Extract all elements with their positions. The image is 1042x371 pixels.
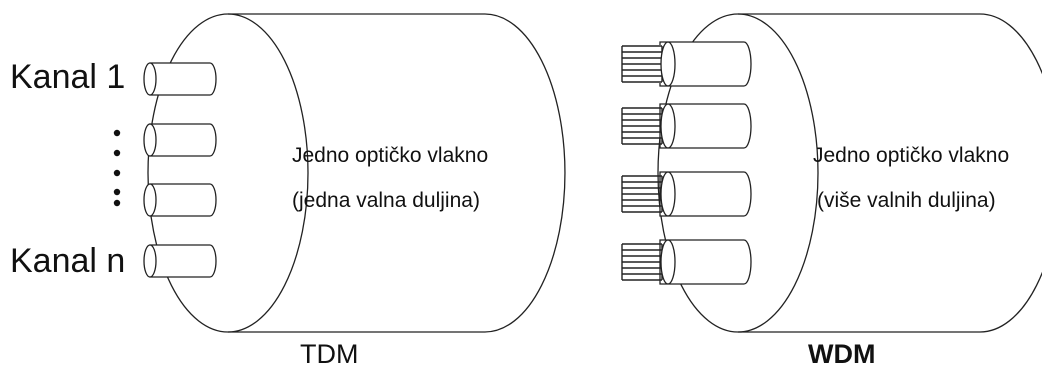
tdm-fiber-cylinder bbox=[147, 13, 566, 333]
wdm-wavelength-bundles bbox=[621, 41, 752, 285]
wdm-fiber-label-line2: (više valnih duljina) bbox=[817, 189, 996, 212]
tdm-fiber-label-line1: Jedno optičko vlakno bbox=[292, 144, 489, 167]
wdm-fiber-cylinder bbox=[657, 13, 1042, 333]
tdm-channel-tube bbox=[143, 244, 217, 278]
wdm-fiber-label-line1: Jedno optičko vlakno bbox=[813, 144, 1010, 167]
wdm-caption: WDM bbox=[808, 339, 876, 369]
wdm-wavelength-bundle bbox=[621, 239, 752, 285]
tdm-channel-tube bbox=[143, 123, 217, 157]
wdm-wavelength-bundle bbox=[621, 171, 752, 217]
tdm-channel-last-label: Kanal n bbox=[10, 242, 126, 280]
ellipsis-dots bbox=[113, 129, 121, 207]
tdm-channel-tube bbox=[143, 62, 217, 96]
tdm-channel-tubes bbox=[143, 62, 217, 278]
tdm-channel-tube bbox=[143, 183, 217, 217]
wdm-wavelength-bundle bbox=[621, 103, 752, 149]
tdm-fiber-label-line2: (jedna valna duljina) bbox=[292, 189, 480, 212]
tdm-channel-first-label: Kanal 1 bbox=[10, 58, 126, 96]
tdm-caption: TDM bbox=[300, 339, 359, 369]
wdm-wavelength-bundle bbox=[621, 41, 752, 87]
